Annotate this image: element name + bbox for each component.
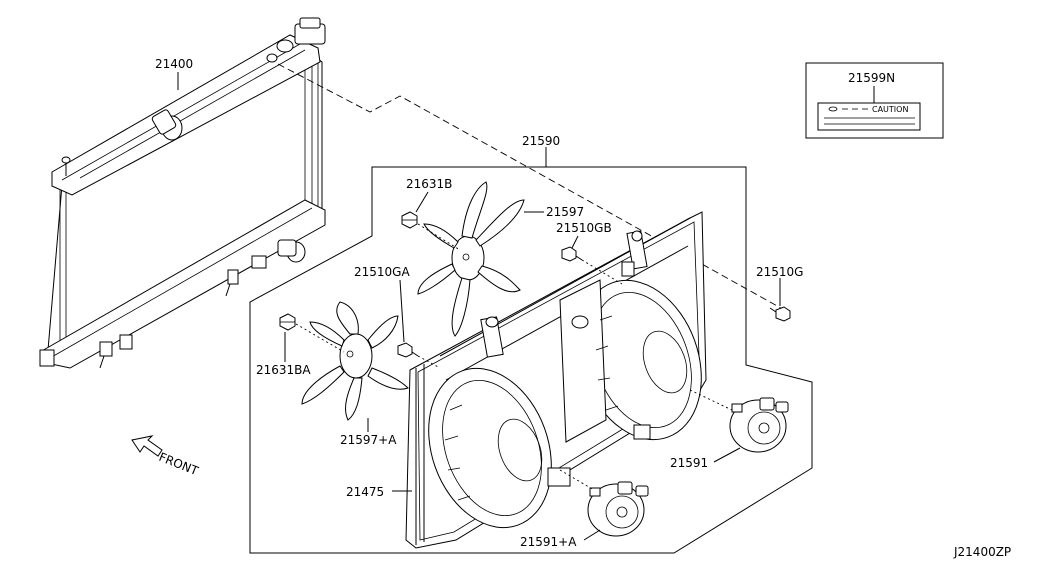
assembly-boundary-21590: [249, 166, 813, 554]
part-number-bolt-g: 21510G: [756, 265, 803, 279]
fan-motor-left[interactable]: [587, 481, 649, 537]
leader-line-nut-upper: [415, 191, 429, 213]
alignment-line-motor-left: [559, 469, 595, 491]
part-number-nut-lower: 21631BA: [256, 363, 311, 377]
bolt-21510ga[interactable]: [397, 342, 419, 358]
caution-label-text: CAUTION: [872, 105, 908, 114]
leader-line-bolt-ga: [399, 279, 405, 343]
diagram-id: J21400ZP: [953, 545, 1011, 559]
alignment-line-bolt-ga: [417, 355, 441, 369]
radiator[interactable]: [39, 17, 326, 369]
part-number-shroud: 21475: [346, 485, 384, 499]
leader-line-motor-left: [583, 529, 601, 541]
part-number-fan-lower: 21597+A: [340, 433, 397, 447]
fan-shroud[interactable]: [405, 211, 723, 549]
fan-motor-right[interactable]: [729, 397, 789, 453]
part-number-motor-left: 21591+A: [520, 535, 577, 549]
part-number-bolt-gb: 21510GB: [556, 221, 612, 235]
front-arrow-icon: [131, 435, 163, 457]
bolt-21510g[interactable]: [769, 306, 791, 322]
part-number-fan-upper: 21597: [546, 205, 584, 219]
nut-upper[interactable]: [401, 211, 418, 229]
fan-blade-upper[interactable]: [417, 181, 525, 337]
part-number-motor-right: 21591: [670, 456, 708, 470]
part-number-bolt-ga: 21510GA: [354, 265, 410, 279]
part-number-caution-label: 21599N: [848, 71, 895, 85]
alignment-line-nut-lower: [295, 323, 345, 353]
leader-line-bolt-gb: [571, 235, 579, 249]
caution-label-box: 21599N CAUTION: [805, 62, 944, 139]
part-number-radiator: 21400: [155, 57, 193, 71]
bolt-21510gb[interactable]: [561, 246, 583, 262]
nut-lower[interactable]: [279, 313, 296, 331]
part-number-shroud-assembly: 21590: [522, 134, 560, 148]
alignment-line-nut-upper: [417, 223, 461, 251]
fan-blade-lower[interactable]: [301, 301, 409, 421]
part-number-nut-upper: 21631B: [406, 177, 452, 191]
front-indicator-label: FRONT: [157, 450, 201, 479]
leader-line-motor-right: [713, 447, 741, 463]
